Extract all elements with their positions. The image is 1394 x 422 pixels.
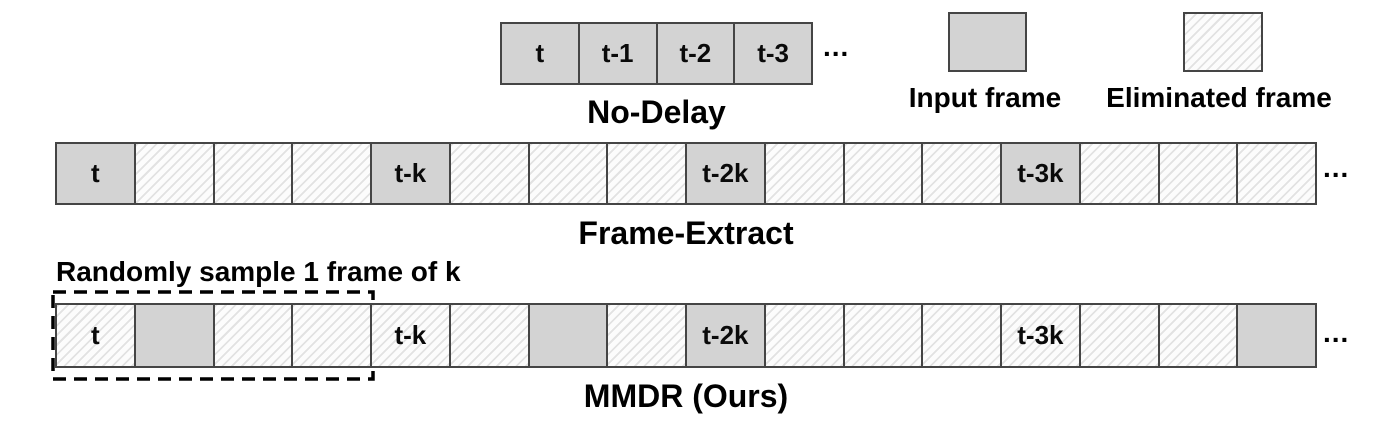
frame-t-3k: t-3k	[1000, 303, 1081, 368]
no-delay-ellipsis: ...	[823, 31, 850, 62]
eliminated-frame	[212, 142, 294, 205]
eliminated-frame	[606, 142, 687, 205]
eliminated-frame	[763, 142, 845, 205]
frame-t-k: t-k	[370, 142, 451, 205]
frame-t: t	[55, 142, 136, 205]
eliminated-frame	[606, 303, 687, 368]
frame-t-2k: t-2k	[685, 142, 766, 205]
sampled-input-frame	[1236, 303, 1317, 368]
eliminated-frame-label: Eliminated frame	[1106, 82, 1332, 113]
sampled-input-frame	[527, 303, 609, 368]
eliminated-frame	[527, 142, 609, 205]
frame-t: t	[500, 22, 580, 85]
eliminated-frame	[842, 303, 924, 368]
frame-extract-row: t t-k t-2k t-3k	[55, 142, 1317, 205]
eliminated-frame	[1078, 303, 1160, 368]
mmdr-title: MMDR (Ours)	[583, 378, 789, 414]
eliminated-frame	[921, 303, 1002, 368]
frame-t-3: t-3	[733, 22, 813, 85]
input-frame-label: Input frame	[908, 82, 1062, 113]
frame-t-2: t-2	[655, 22, 736, 85]
frame-extract-ellipsis: ...	[1323, 152, 1350, 183]
eliminated-frame	[448, 142, 530, 205]
eliminated-frame	[448, 303, 530, 368]
input-frame-swatch	[948, 12, 1027, 72]
eliminated-frame	[763, 303, 845, 368]
no-delay-title: No-Delay	[587, 94, 726, 130]
frame-t-3k: t-3k	[1000, 142, 1081, 205]
eliminated-frame	[133, 142, 215, 205]
eliminated-frame	[291, 303, 372, 368]
frame-t-1: t-1	[577, 22, 658, 85]
frame-extract-title: Frame-Extract	[578, 215, 794, 251]
eliminated-frame	[291, 142, 372, 205]
eliminated-frame	[1236, 142, 1317, 205]
eliminated-frame	[842, 142, 924, 205]
frame-t-k: t-k	[370, 303, 451, 368]
mmdr-row: t t-k t-2k t-3k	[55, 303, 1317, 368]
frame-t: t	[55, 303, 136, 368]
mmdr-ellipsis: ...	[1323, 317, 1350, 348]
random-sample-annotation: Randomly sample 1 frame of k	[56, 256, 461, 287]
sampled-input-frame	[133, 303, 215, 368]
eliminated-frame-swatch	[1183, 12, 1263, 72]
eliminated-frame	[1157, 303, 1239, 368]
eliminated-frame	[1157, 142, 1239, 205]
frame-t-2k: t-2k	[685, 303, 766, 368]
eliminated-frame	[212, 303, 294, 368]
eliminated-frame	[921, 142, 1002, 205]
eliminated-frame	[1078, 142, 1160, 205]
